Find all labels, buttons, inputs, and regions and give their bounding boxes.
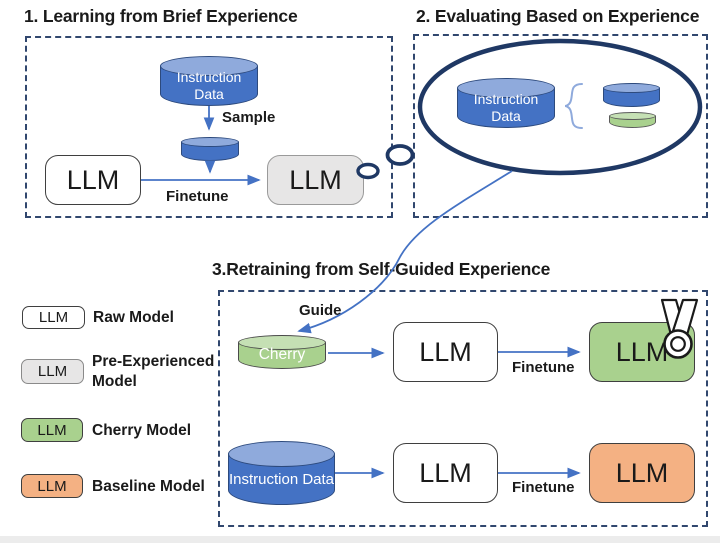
llm-label: LLM bbox=[37, 363, 68, 380]
legend-label-raw: Raw Model bbox=[93, 309, 174, 326]
cylinder-cap bbox=[603, 83, 660, 93]
sample-label: Sample bbox=[222, 109, 276, 126]
legend-chip-cherry: LLM bbox=[21, 418, 83, 442]
llm-label: LLM bbox=[66, 164, 120, 195]
guide-label: Guide bbox=[299, 302, 342, 319]
cherry-cylinder: Cherry bbox=[238, 335, 326, 369]
bottom-edge-strip bbox=[0, 536, 720, 543]
cylinder-label: Cherry bbox=[258, 346, 306, 364]
cylinder-label: Instruction Data bbox=[473, 91, 539, 124]
cylinder-cap bbox=[228, 441, 335, 467]
finetune-label-s3-top: Finetune bbox=[512, 359, 575, 376]
legend-chip-pre-experienced: LLM bbox=[21, 359, 84, 384]
llm-label: LLM bbox=[615, 457, 669, 488]
llm-label: LLM bbox=[419, 457, 472, 488]
finetune-label-s1: Finetune bbox=[166, 188, 229, 205]
llm-label: LLM bbox=[37, 421, 67, 439]
cylinder-label: Instruction Data bbox=[228, 470, 335, 488]
cylinder-cap bbox=[160, 56, 258, 76]
good-data-cylinder bbox=[603, 83, 660, 107]
legend-chip-raw: LLM bbox=[22, 306, 85, 329]
section1-title: 1. Learning from Brief Experience bbox=[24, 6, 298, 26]
cherry-llm-box: LLM bbox=[589, 322, 695, 382]
baseline-llm-box: LLM bbox=[589, 443, 695, 503]
section2-title: 2. Evaluating Based on Experience bbox=[416, 6, 700, 26]
pre-experienced-llm-box: LLM bbox=[267, 155, 364, 205]
instruction-data-cylinder-s1: Instruction Data bbox=[160, 56, 258, 106]
cylinder-cap bbox=[609, 112, 656, 120]
raw-llm-box-s1: LLM bbox=[45, 155, 141, 205]
raw-llm-box-s3-bottom: LLM bbox=[393, 443, 498, 503]
section2-dashed-box bbox=[413, 34, 708, 218]
instruction-data-cylinder-s3: Instruction Data bbox=[228, 441, 335, 505]
cherry-data-cylinder-small bbox=[609, 112, 656, 128]
llm-label: LLM bbox=[37, 477, 67, 495]
legend-label-cherry: Cherry Model bbox=[92, 422, 192, 439]
finetune-label-s3-bottom: Finetune bbox=[512, 479, 575, 496]
llm-label: LLM bbox=[289, 164, 342, 195]
cylinder-cap bbox=[181, 137, 239, 147]
legend-label-baseline: Baseline Model bbox=[92, 478, 205, 495]
sampled-data-cylinder bbox=[181, 137, 239, 161]
raw-llm-box-s3-top: LLM bbox=[393, 322, 498, 382]
llm-label: LLM bbox=[615, 336, 669, 367]
cylinder-cap bbox=[238, 335, 326, 350]
legend-label-pre-experienced: Pre-Experienced Model bbox=[92, 353, 215, 390]
llm-label: LLM bbox=[419, 336, 472, 367]
section1-dashed-box bbox=[25, 36, 393, 218]
llm-label: LLM bbox=[38, 309, 69, 326]
cylinder-label: Instruction Data bbox=[176, 69, 242, 102]
legend-chip-baseline: LLM bbox=[21, 474, 83, 498]
instruction-data-cylinder-s2: Instruction Data bbox=[457, 78, 555, 128]
section3-title: 3.Retraining from Self-Guided Experience bbox=[212, 259, 551, 279]
